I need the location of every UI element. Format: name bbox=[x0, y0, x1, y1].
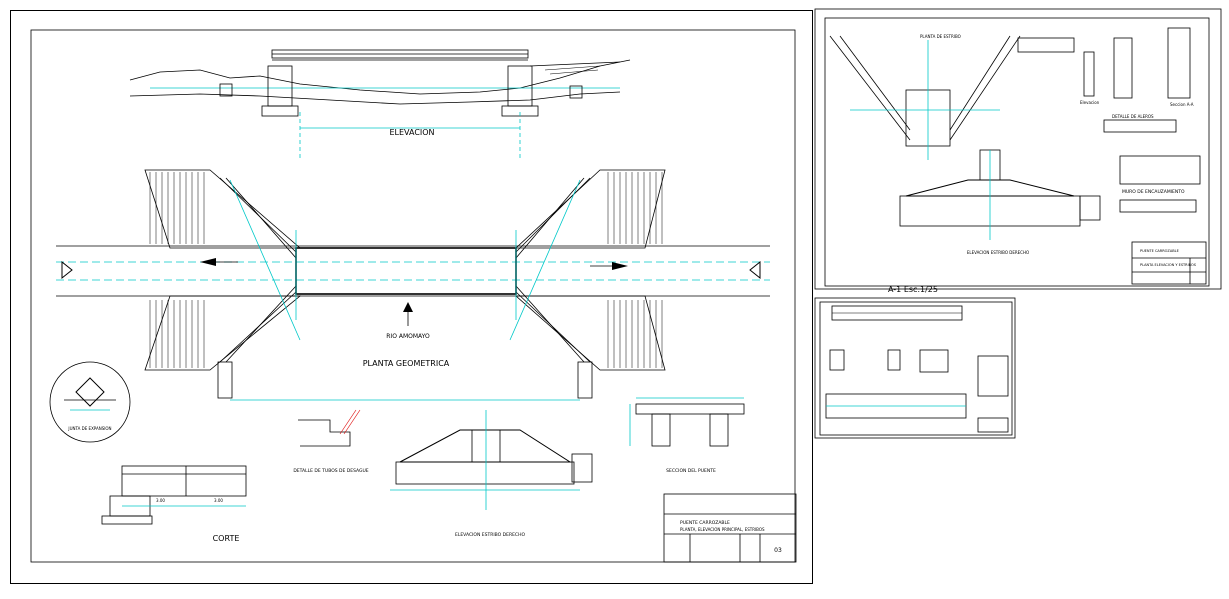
main-title-project: PUENTE CARROZABLE bbox=[680, 520, 730, 526]
top-right-abutment bbox=[899, 149, 1101, 240]
tr-planta-title: PLANTA DE ESTRIBO bbox=[920, 34, 961, 39]
expansion-joint-detail bbox=[49, 361, 131, 443]
right-lower-hatch bbox=[607, 300, 663, 368]
elevation-view bbox=[129, 49, 631, 160]
elevacion-estribo-title: ELEVACION ESTRIBO DERECHO bbox=[455, 532, 525, 538]
elevacion-title: ELEVACION bbox=[389, 128, 434, 137]
tr-scale-caption: A-1 Esc.1/25 bbox=[888, 285, 938, 294]
main-title-block bbox=[663, 493, 797, 563]
main-inner-frame bbox=[30, 29, 796, 563]
right-upper-hatch bbox=[607, 172, 663, 244]
corte-title: CORTE bbox=[213, 534, 240, 543]
tr-elevacion-label: Elevacion bbox=[1080, 100, 1100, 105]
left-upper-hatch bbox=[149, 172, 205, 244]
top-right-muro bbox=[1119, 155, 1201, 213]
detalle-tubos-title: DETALLE DE TUBOS DE DESAGUE bbox=[293, 468, 368, 474]
abutment-elevation-main bbox=[390, 410, 593, 510]
bottom-right-sheet-outer bbox=[814, 297, 1016, 439]
seccion-title: SECCION DEL PUENTE bbox=[666, 468, 716, 474]
left-lower-hatch bbox=[149, 300, 205, 368]
tr-title-content: PLANTA ELEVACION Y ESTRIBOS bbox=[1140, 263, 1197, 267]
top-right-title-block bbox=[1131, 241, 1207, 285]
tr-detalle-aleros: DETALLE DE ALEROS bbox=[1112, 114, 1154, 119]
bridge-section bbox=[629, 397, 745, 447]
tr-seccion-label: Seccion A-A bbox=[1170, 102, 1194, 107]
tr-muro-title: MURO DE ENCAUZAMIENTO bbox=[1122, 189, 1185, 195]
corte-dim-2: 3.00 bbox=[214, 498, 223, 503]
tr-elevacion-estribo: ELEVACION ESTRIBO DERECHO bbox=[967, 250, 1029, 255]
main-drawing-sheet bbox=[10, 10, 813, 584]
bottom-right-drawings bbox=[825, 305, 1009, 433]
corte-dim-1: 3.00 bbox=[156, 498, 165, 503]
top-right-aleros bbox=[1083, 27, 1191, 133]
top-right-sheet-outer bbox=[814, 8, 1222, 290]
plan-view bbox=[56, 169, 770, 401]
junta-title: JUNTA DE EXPANSION bbox=[67, 426, 111, 431]
main-sheet-number: 03 bbox=[774, 547, 782, 554]
top-right-sheet-inner bbox=[824, 17, 1210, 287]
bottom-right-sheet-inner bbox=[819, 301, 1013, 436]
planta-title: PLANTA GEOMETRICA bbox=[363, 359, 450, 368]
tr-title-project: PUENTE CARROZABLE bbox=[1140, 249, 1179, 253]
river-label: RIO AMOMAYO bbox=[386, 333, 430, 340]
corte-view bbox=[101, 465, 247, 525]
top-right-plan bbox=[829, 35, 1075, 160]
main-title-content: PLANTA, ELEVACION PRINCIPAL, ESTRIBOS bbox=[680, 527, 765, 532]
drain-pipe-detail bbox=[298, 409, 361, 447]
